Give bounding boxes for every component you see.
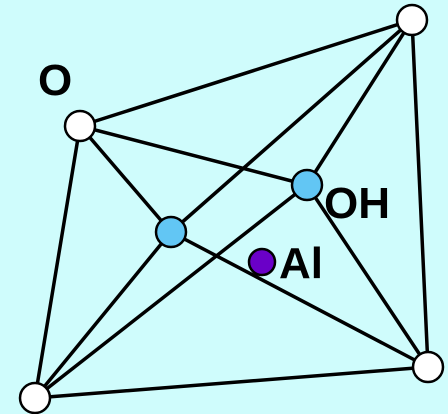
atoms <box>18 3 445 414</box>
edge-back-to-right <box>169 230 430 369</box>
aluminum-label: Al <box>279 239 323 288</box>
edge-left-to-oh <box>78 124 309 187</box>
edge-right <box>410 18 430 369</box>
edge-oh-to-top <box>305 18 414 187</box>
edge-left <box>33 124 82 400</box>
oxygen-atom-bottom-left <box>18 381 52 414</box>
atom-labels: O OH Al <box>38 56 390 288</box>
hydroxyl-atom-front <box>290 168 324 202</box>
edge-oh-to-right <box>305 183 430 369</box>
octahedron-edges <box>33 18 430 400</box>
oxygen-atom-left <box>63 109 97 143</box>
edge-bottom <box>33 365 430 400</box>
edge-left-to-back <box>78 124 173 234</box>
oxygen-atom-top-right <box>395 3 429 37</box>
hydroxyl-label: OH <box>324 179 390 228</box>
aluminum-atom <box>247 247 277 277</box>
oxygen-label: O <box>38 56 72 105</box>
edge-back-to-bottom <box>33 230 173 400</box>
hydroxyl-atom-back <box>154 215 188 249</box>
edge-left-top <box>78 18 414 128</box>
edge-back-to-top <box>169 18 414 234</box>
edge-oh-to-bottom <box>33 183 309 400</box>
oxygen-atom-bottom-right <box>411 350 445 384</box>
